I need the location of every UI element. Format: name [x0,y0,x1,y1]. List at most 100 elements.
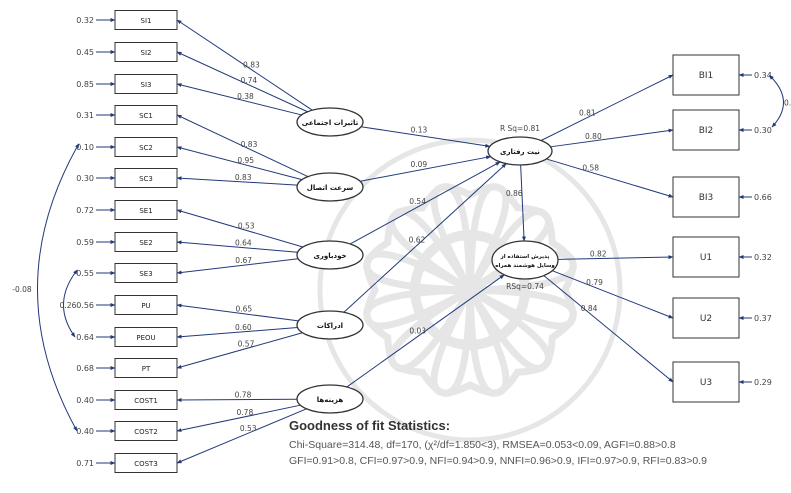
error-variance: 0.29 [754,378,772,387]
latent-ellipse [296,240,364,270]
error-variance: 0.85 [76,80,94,89]
latent-label: تاثیرات اجتماعی [302,119,359,127]
indicator-label: U3 [700,378,712,388]
loading-path [176,332,303,369]
watermark-petal [430,288,510,397]
error-variance: 0.30 [76,174,94,183]
loading-coefficient: 0.53 [240,424,257,433]
loading-coefficient: 0.83 [243,61,260,70]
loading-path [176,51,308,113]
indicator-label: BI1 [699,71,714,81]
loading-path [176,258,299,275]
loading-coefficient: 0.65 [235,305,252,314]
error-variance: 0.68 [76,364,94,373]
error-variance: 0.45 [76,48,94,57]
indicator-box [672,54,740,96]
error-variance: 0.30 [754,126,772,135]
loading-path [176,176,298,186]
loading-path [176,303,299,322]
r-squared-adoption: RSq=0.74 [506,282,544,291]
error-variance: 0.66 [754,193,772,202]
watermark-ring [410,230,530,350]
path-coefficient: 0.54 [409,197,426,206]
indicator-label: SC3 [139,175,153,183]
indicator-label: U1 [700,253,712,263]
watermark-petal [363,250,472,330]
error-variance: 0.40 [76,427,94,436]
loading-path [176,19,313,111]
loading-coefficient: 0.83 [241,140,258,149]
indicator-label: SI2 [141,49,152,57]
indicator-label: SI3 [141,81,152,89]
loading-coefficient: 0.64 [235,239,252,248]
loading-path [176,404,301,433]
path-coefficient: 0.62 [409,235,426,244]
latent-label: هزینه‌ها [317,396,344,404]
structural-path [520,164,526,242]
loading-path [176,83,302,116]
indicator-label: SI1 [141,17,152,25]
path-coefficient: 0.86 [506,189,523,198]
indicator-label: BI3 [699,193,714,203]
loading-coefficient: 0.80 [585,132,602,141]
loading-coefficient: 0.83 [235,173,252,182]
goodness-of-fit-panel: Goodness of fit Statistics: Chi-Square=3… [289,418,791,469]
latent-ellipse [296,310,364,340]
indicator-label: BI2 [699,126,714,136]
gof-line-2: GFI=0.91>0.8, CFI=0.97>0.9, NFI=0.94>0.9… [289,455,707,467]
indicator-label: SE3 [139,270,152,278]
path-coefficient: 0.03 [409,326,426,335]
latent-label: نیت رفتاری [500,148,540,156]
loading-coefficient: 0.60 [235,323,252,332]
structural-path [360,126,491,148]
indicator-label: SE1 [139,207,152,215]
latent-ellipse [296,172,364,202]
indicator-box [672,176,740,218]
loading-path [540,74,674,141]
structural-path [343,163,507,313]
loading-coefficient: 0.58 [582,163,599,172]
watermark-petal [388,287,474,397]
indicator-label: SE2 [139,239,152,247]
loading-coefficient: 0.53 [238,221,255,230]
loading-path [176,408,307,464]
indicator-box [672,361,740,403]
loading-coefficient: 0.57 [238,340,255,349]
latent-label-line2: وسایل هوشمند همراه [495,263,555,269]
gof-title: Goodness of fit Statistics: [289,418,451,433]
loading-coefficient: 0.74 [240,76,257,85]
indicator-label: SC1 [139,112,153,120]
error-variance: 0.56 [76,301,94,310]
covariance-arc [768,74,784,128]
covariance-value: 0.12 [784,99,791,108]
loading-path [176,209,304,248]
watermark-petal [388,183,474,293]
loading-path [176,397,298,402]
loading-coefficient: 0.95 [237,156,254,165]
path-coefficient: 0.09 [411,160,428,169]
covariance-arc [37,143,80,432]
watermark-petal [363,286,473,372]
latent-ellipse [296,107,364,137]
loading-path [176,114,309,178]
indicator-label: SC2 [139,144,153,152]
watermark-petal [466,287,552,397]
indicator-label: COST3 [134,460,158,468]
latent-ellipse [487,136,553,166]
watermark-petal [467,286,577,372]
loading-coefficient: 0.78 [237,408,254,417]
loading-coefficient: 0.84 [581,304,598,313]
loading-path [176,240,298,253]
loading-coefficient: 0.82 [590,250,607,259]
indicator-label: COST2 [134,428,158,436]
indicator-label: PT [142,365,151,373]
latent-label-line1: پذیرش استفاده از [500,254,550,260]
error-variance: 0.40 [76,396,94,405]
error-variance: 0.34 [754,71,772,80]
loading-coefficient: 0.67 [235,256,252,265]
indicator-label: U2 [700,314,712,324]
latent-ellipse [491,240,559,280]
path-coefficient: 0.13 [411,126,428,135]
error-variance: 0.64 [76,333,94,342]
